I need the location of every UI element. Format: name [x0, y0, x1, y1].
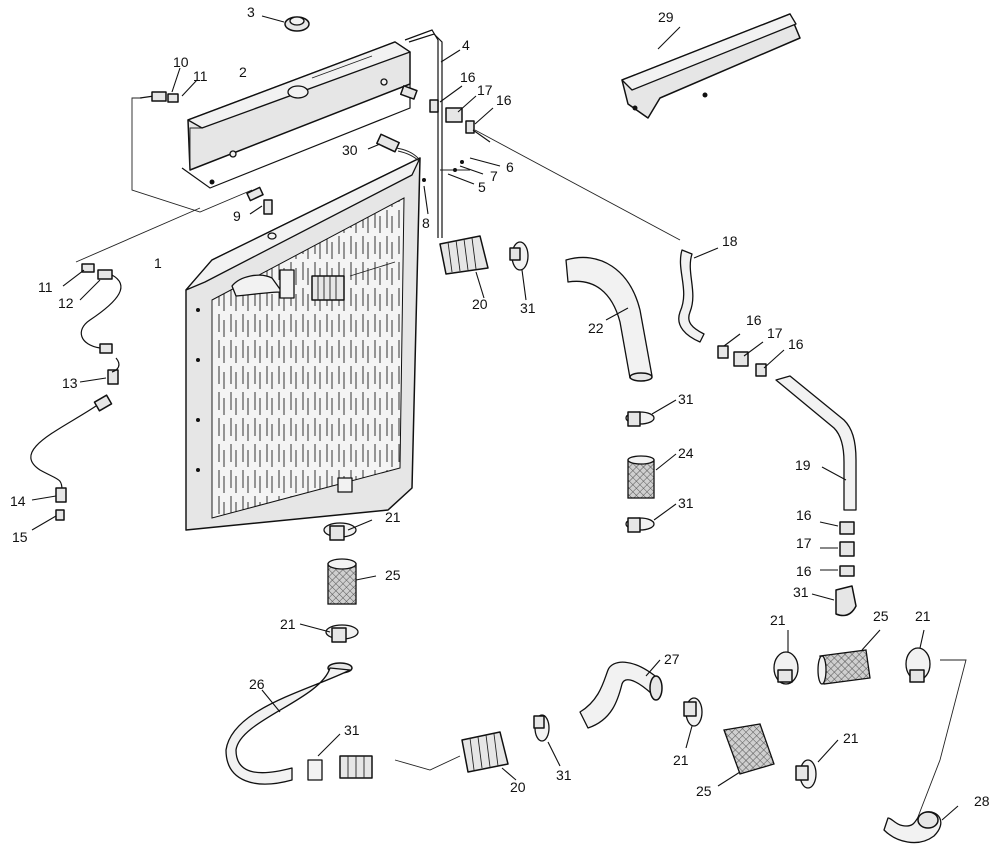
callout-21-a: 21 — [385, 509, 401, 525]
callout-14: 14 — [10, 493, 26, 509]
callout-4: 4 — [462, 37, 470, 53]
callout-15: 15 — [12, 529, 28, 545]
callout-5: 5 — [478, 179, 486, 195]
callout-16-f: 16 — [796, 563, 812, 579]
callout-11-top: 11 — [193, 68, 208, 84]
bracket-plate — [621, 13, 801, 119]
callout-16-e: 16 — [796, 507, 812, 523]
callout-17-c: 17 — [796, 535, 812, 551]
lower-connecting-hose — [579, 659, 663, 729]
bellows-coupling-lower — [461, 714, 561, 781]
callout-16-c: 16 — [746, 312, 762, 328]
overflow-tube — [404, 29, 461, 238]
bellows-coupling-upper — [439, 235, 489, 299]
callout-13: 13 — [62, 375, 78, 391]
radiator-core — [185, 157, 421, 531]
callout-2: 2 — [239, 64, 247, 80]
callout-25-b: 25 — [873, 608, 889, 624]
callout-19: 19 — [795, 457, 811, 473]
callout-10: 10 — [173, 54, 189, 70]
callout-24: 24 — [678, 445, 694, 461]
callout-18: 18 — [722, 233, 738, 249]
callout-25-c: 25 — [696, 783, 712, 799]
lower-right-clamps — [683, 629, 931, 789]
callout-28: 28 — [974, 793, 990, 809]
callout-8: 8 — [422, 215, 430, 231]
middle-clamp-chain — [625, 399, 677, 533]
elbow-fitting — [246, 186, 277, 240]
callout-21-d: 21 — [915, 608, 931, 624]
upper-radiator-hose — [565, 256, 653, 382]
callout-31-f: 31 — [556, 767, 572, 783]
callout-20-upper: 20 — [472, 296, 488, 312]
callout-27: 27 — [664, 651, 680, 667]
radiator-upper-hose — [231, 269, 345, 301]
callout-20-lower: 20 — [510, 779, 526, 795]
callout-30: 30 — [342, 142, 358, 158]
callout-29: 29 — [658, 9, 674, 25]
outlet-hose — [883, 805, 959, 844]
callout-31-d: 31 — [793, 584, 809, 600]
temperature-sensor — [367, 133, 421, 163]
callout-6: 6 — [506, 159, 514, 175]
callout-16-d: 16 — [788, 336, 804, 352]
radiator-cap — [261, 15, 310, 32]
callout-21-f: 21 — [843, 730, 859, 746]
lower-radiator-hose — [225, 662, 373, 785]
callout-31-e: 31 — [344, 722, 360, 738]
callout-16-b: 16 — [496, 92, 512, 108]
left-hose-assembly — [30, 263, 122, 531]
callout-31-a: 31 — [520, 300, 536, 316]
callout-9: 9 — [233, 208, 241, 224]
right-hose-assembly — [678, 247, 857, 617]
callout-17-a: 17 — [477, 82, 493, 98]
callout-26: 26 — [249, 676, 265, 692]
upper-fittings — [399, 85, 501, 215]
callout-labels: 1 2 3 4 5 6 7 8 9 10 11 11 12 13 14 15 1… — [10, 4, 990, 809]
callout-7: 7 — [490, 168, 498, 184]
callout-22: 22 — [588, 320, 604, 336]
callout-1: 1 — [154, 255, 162, 271]
callout-17-b: 17 — [767, 325, 783, 341]
callout-21-b: 21 — [280, 616, 296, 632]
callout-25-a: 25 — [385, 567, 401, 583]
callout-31-c: 31 — [678, 495, 694, 511]
callout-3: 3 — [247, 4, 255, 20]
callout-11-left: 11 — [38, 279, 53, 295]
lower-radiator-chain — [299, 519, 377, 643]
expansion-tank — [181, 41, 411, 189]
callout-31-b: 31 — [678, 391, 694, 407]
callout-21-e: 21 — [673, 752, 689, 768]
callout-16-a: 16 — [460, 69, 476, 85]
callout-12: 12 — [58, 295, 74, 311]
hose-clamp-upper — [509, 241, 529, 301]
routing-lines — [75, 97, 967, 823]
tank-hose-fittings — [139, 67, 198, 103]
callout-21-c: 21 — [770, 612, 786, 628]
